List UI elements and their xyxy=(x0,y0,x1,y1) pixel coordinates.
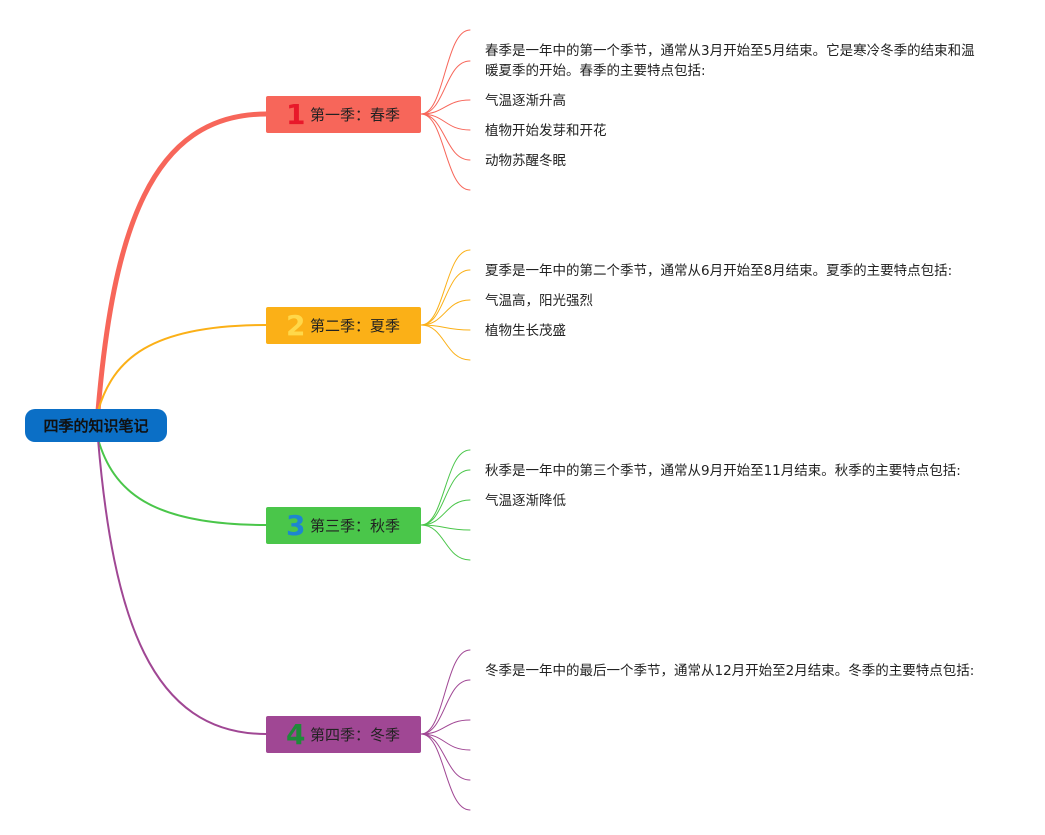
number-3-icon: 3 xyxy=(286,508,306,542)
leaf-connector xyxy=(420,29,471,115)
leaf-connector xyxy=(420,733,471,811)
number-1-icon: 1 xyxy=(286,97,306,131)
branch-spring[interactable]: 1 第一季：春季 xyxy=(266,96,421,133)
branch-label: 第二季：夏季 xyxy=(310,317,401,335)
note-spring-1[interactable]: 气温逐渐升高 xyxy=(485,93,566,109)
number-2-icon: 2 xyxy=(286,308,306,342)
branch-winter[interactable]: 4 第四季：冬季 xyxy=(266,716,421,753)
note-autumn-1[interactable]: 气温逐渐降低 xyxy=(485,493,566,509)
branch-connector xyxy=(95,111,269,414)
root-topic[interactable]: 四季的知识笔记 xyxy=(25,409,167,442)
note-spring-3[interactable]: 动物苏醒冬眠 xyxy=(485,153,566,169)
leaf-connector xyxy=(420,113,471,131)
note-autumn-intro[interactable]: 秋季是一年中的第三个季节，通常从9月开始至11月结束。秋季的主要特点包括: xyxy=(485,463,961,479)
note-summer-2[interactable]: 植物生长茂盛 xyxy=(485,323,566,339)
leaf-connector xyxy=(420,524,471,561)
leaf-connector xyxy=(420,524,471,531)
leaf-connector xyxy=(420,60,471,115)
branch-label: 第四季：冬季 xyxy=(310,726,401,744)
branch-connector xyxy=(97,438,267,735)
branch-connector xyxy=(97,438,267,526)
branch-connector xyxy=(97,324,267,412)
leaf-connector xyxy=(420,733,471,751)
note-winter-intro[interactable]: 冬季是一年中的最后一个季节，通常从12月开始至2月结束。冬季的主要特点包括: xyxy=(485,663,975,679)
leaf-connector xyxy=(420,324,471,361)
leaf-connector xyxy=(420,99,471,115)
leaf-connector xyxy=(420,299,471,326)
number-4-icon: 4 xyxy=(286,717,306,751)
note-summer-1[interactable]: 气温高，阳光强烈 xyxy=(485,293,593,309)
note-summer-intro[interactable]: 夏季是一年中的第二个季节，通常从6月开始至8月结束。夏季的主要特点包括: xyxy=(485,263,953,279)
leaf-connector xyxy=(420,324,471,331)
note-spring-intro[interactable]: 春季是一年中的第一个季节，通常从3月开始至5月结束。它是寒冷冬季的结束和温暖夏季… xyxy=(485,43,975,79)
leaf-connector xyxy=(420,113,471,161)
leaf-connector xyxy=(420,113,471,191)
leaf-connector xyxy=(420,469,471,526)
branch-summer[interactable]: 2 第二季：夏季 xyxy=(266,307,421,344)
note-spring-2[interactable]: 植物开始发芽和开花 xyxy=(485,123,607,139)
root-topic-label: 四季的知识笔记 xyxy=(43,417,149,435)
branch-label: 第三季：秋季 xyxy=(310,517,401,535)
leaf-connector xyxy=(420,649,471,735)
leaf-connector xyxy=(420,499,471,526)
branch-label: 第一季：春季 xyxy=(310,106,401,124)
leaf-connector xyxy=(420,249,471,326)
leaf-connector xyxy=(420,449,471,526)
leaf-connector xyxy=(420,719,471,735)
leaf-connector xyxy=(420,269,471,326)
leaf-connector xyxy=(420,679,471,735)
leaf-connector xyxy=(420,733,471,781)
branch-autumn[interactable]: 3 第三季：秋季 xyxy=(266,507,421,544)
